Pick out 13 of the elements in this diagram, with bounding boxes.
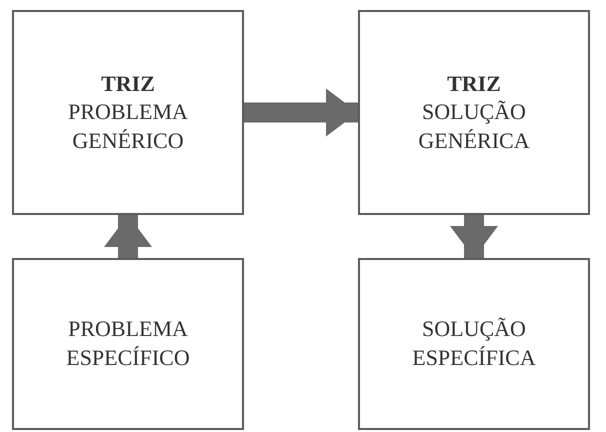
box-heading: TRIZ bbox=[100, 70, 156, 98]
box-heading: TRIZ bbox=[446, 70, 502, 98]
process-box bbox=[358, 10, 590, 215]
process-box bbox=[12, 258, 244, 430]
box-label: PROBLEMA ESPECÍFICO bbox=[65, 315, 191, 372]
box-label: SOLUÇÃO GENÉRICA bbox=[417, 98, 531, 155]
block-arrow bbox=[244, 88, 358, 136]
process-box bbox=[12, 10, 244, 215]
process-box bbox=[358, 258, 590, 430]
box-label: PROBLEMA GENÉRICO bbox=[67, 98, 189, 155]
block-arrow bbox=[104, 215, 152, 258]
block-arrow bbox=[450, 215, 498, 258]
box-label: SOLUÇÃO ESPECÍFICA bbox=[411, 315, 537, 372]
